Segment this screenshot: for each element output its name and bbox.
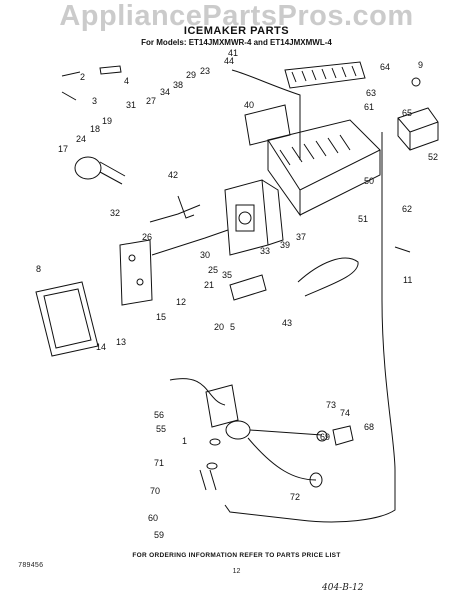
callout-34: 34 xyxy=(160,87,170,97)
nut-part xyxy=(99,65,122,75)
callout-52: 52 xyxy=(428,152,438,162)
callout-31: 31 xyxy=(126,100,136,110)
callout-74: 74 xyxy=(340,408,350,418)
callout-40: 40 xyxy=(244,100,254,110)
figure-number: 789456 xyxy=(18,562,44,570)
wire-harness xyxy=(169,378,226,406)
callout-39: 39 xyxy=(280,240,290,250)
callout-4: 4 xyxy=(124,76,129,86)
callout-44: 44 xyxy=(224,56,234,66)
callout-38: 38 xyxy=(173,80,183,90)
fill-tube xyxy=(247,437,317,481)
callout-24: 24 xyxy=(76,134,86,144)
shutoff-arm xyxy=(149,204,201,223)
callout-72: 72 xyxy=(290,492,300,502)
callout-65: 65 xyxy=(402,108,412,118)
callout-71: 71 xyxy=(154,458,164,468)
callout-21: 21 xyxy=(204,280,214,290)
callout-68: 68 xyxy=(364,422,374,432)
ordering-note: FOR ORDERING INFORMATION REFER TO PARTS … xyxy=(132,552,341,559)
hex-fitting xyxy=(61,71,81,77)
callout-12: 12 xyxy=(176,297,186,307)
callout-13: 13 xyxy=(116,337,126,347)
site-watermark: AppliancePartsPros.com xyxy=(59,0,414,32)
callout-35: 35 xyxy=(222,270,232,280)
callout-50: 50 xyxy=(364,176,374,186)
callout-29: 29 xyxy=(186,70,196,80)
callout-69: 69 xyxy=(320,432,330,442)
handwritten-reference: 404-B-12 xyxy=(322,583,364,593)
callout-27: 27 xyxy=(146,96,156,106)
model-subtitle: For Models: ET14JMXMWR-4 and ET14JMXMWL-… xyxy=(141,38,332,47)
callout-59: 59 xyxy=(154,530,164,540)
cam-parts xyxy=(229,274,267,301)
callout-14: 14 xyxy=(96,342,106,352)
callout-5: 5 xyxy=(230,322,235,332)
callout-15: 15 xyxy=(156,312,166,322)
callout-42: 42 xyxy=(168,170,178,180)
water-line xyxy=(224,132,396,523)
callout-17: 17 xyxy=(58,144,68,154)
ice-mold xyxy=(267,119,381,217)
front-cover xyxy=(35,281,99,357)
callout-8: 8 xyxy=(36,264,41,274)
callout-41: 41 xyxy=(228,48,238,58)
callout-30: 30 xyxy=(200,250,210,260)
heater-wire xyxy=(231,69,301,160)
motor xyxy=(74,156,126,185)
mounting-plate xyxy=(119,239,153,306)
thermostat-lead xyxy=(297,257,359,297)
callout-62: 62 xyxy=(402,204,412,214)
callout-63: 63 xyxy=(366,88,376,98)
callout-56: 56 xyxy=(154,410,164,420)
ejector-assembly xyxy=(284,61,366,89)
callout-51: 51 xyxy=(358,214,368,224)
callout-3: 3 xyxy=(92,96,97,106)
callout-33: 33 xyxy=(260,246,270,256)
screw-part xyxy=(411,77,421,87)
callout-20: 20 xyxy=(214,322,224,332)
callout-55: 55 xyxy=(156,424,166,434)
callout-2: 2 xyxy=(80,72,85,82)
nut xyxy=(206,462,218,470)
mold-cover xyxy=(244,104,291,146)
callout-61: 61 xyxy=(364,102,374,112)
fill-cup xyxy=(397,107,439,151)
callout-1: 1 xyxy=(182,436,187,446)
callout-73: 73 xyxy=(326,400,336,410)
clamp xyxy=(209,438,221,446)
bracket xyxy=(177,195,195,219)
callout-numbers: 1234589111213141517181920212324252627293… xyxy=(36,48,438,540)
callout-18: 18 xyxy=(90,124,100,134)
callout-32: 32 xyxy=(110,208,120,218)
water-fitting xyxy=(61,91,77,101)
callout-43: 43 xyxy=(282,318,292,328)
screw-11 xyxy=(394,246,411,253)
callout-9: 9 xyxy=(418,60,423,70)
callout-26: 26 xyxy=(142,232,152,242)
callout-37: 37 xyxy=(296,232,306,242)
diagram-title: ICEMAKER PARTS xyxy=(183,25,290,37)
callout-64: 64 xyxy=(380,62,390,72)
drive-linkage xyxy=(151,229,229,256)
control-housing xyxy=(224,179,284,256)
callout-23: 23 xyxy=(200,66,210,76)
callout-70: 70 xyxy=(150,486,160,496)
water-valve xyxy=(205,384,328,442)
screws xyxy=(199,469,217,491)
callout-19: 19 xyxy=(102,116,112,126)
callout-25: 25 xyxy=(208,265,218,275)
page-number: 12 xyxy=(232,568,241,575)
bracket-clamp xyxy=(332,425,354,446)
callout-11: 11 xyxy=(403,275,412,285)
callout-60: 60 xyxy=(148,513,158,523)
